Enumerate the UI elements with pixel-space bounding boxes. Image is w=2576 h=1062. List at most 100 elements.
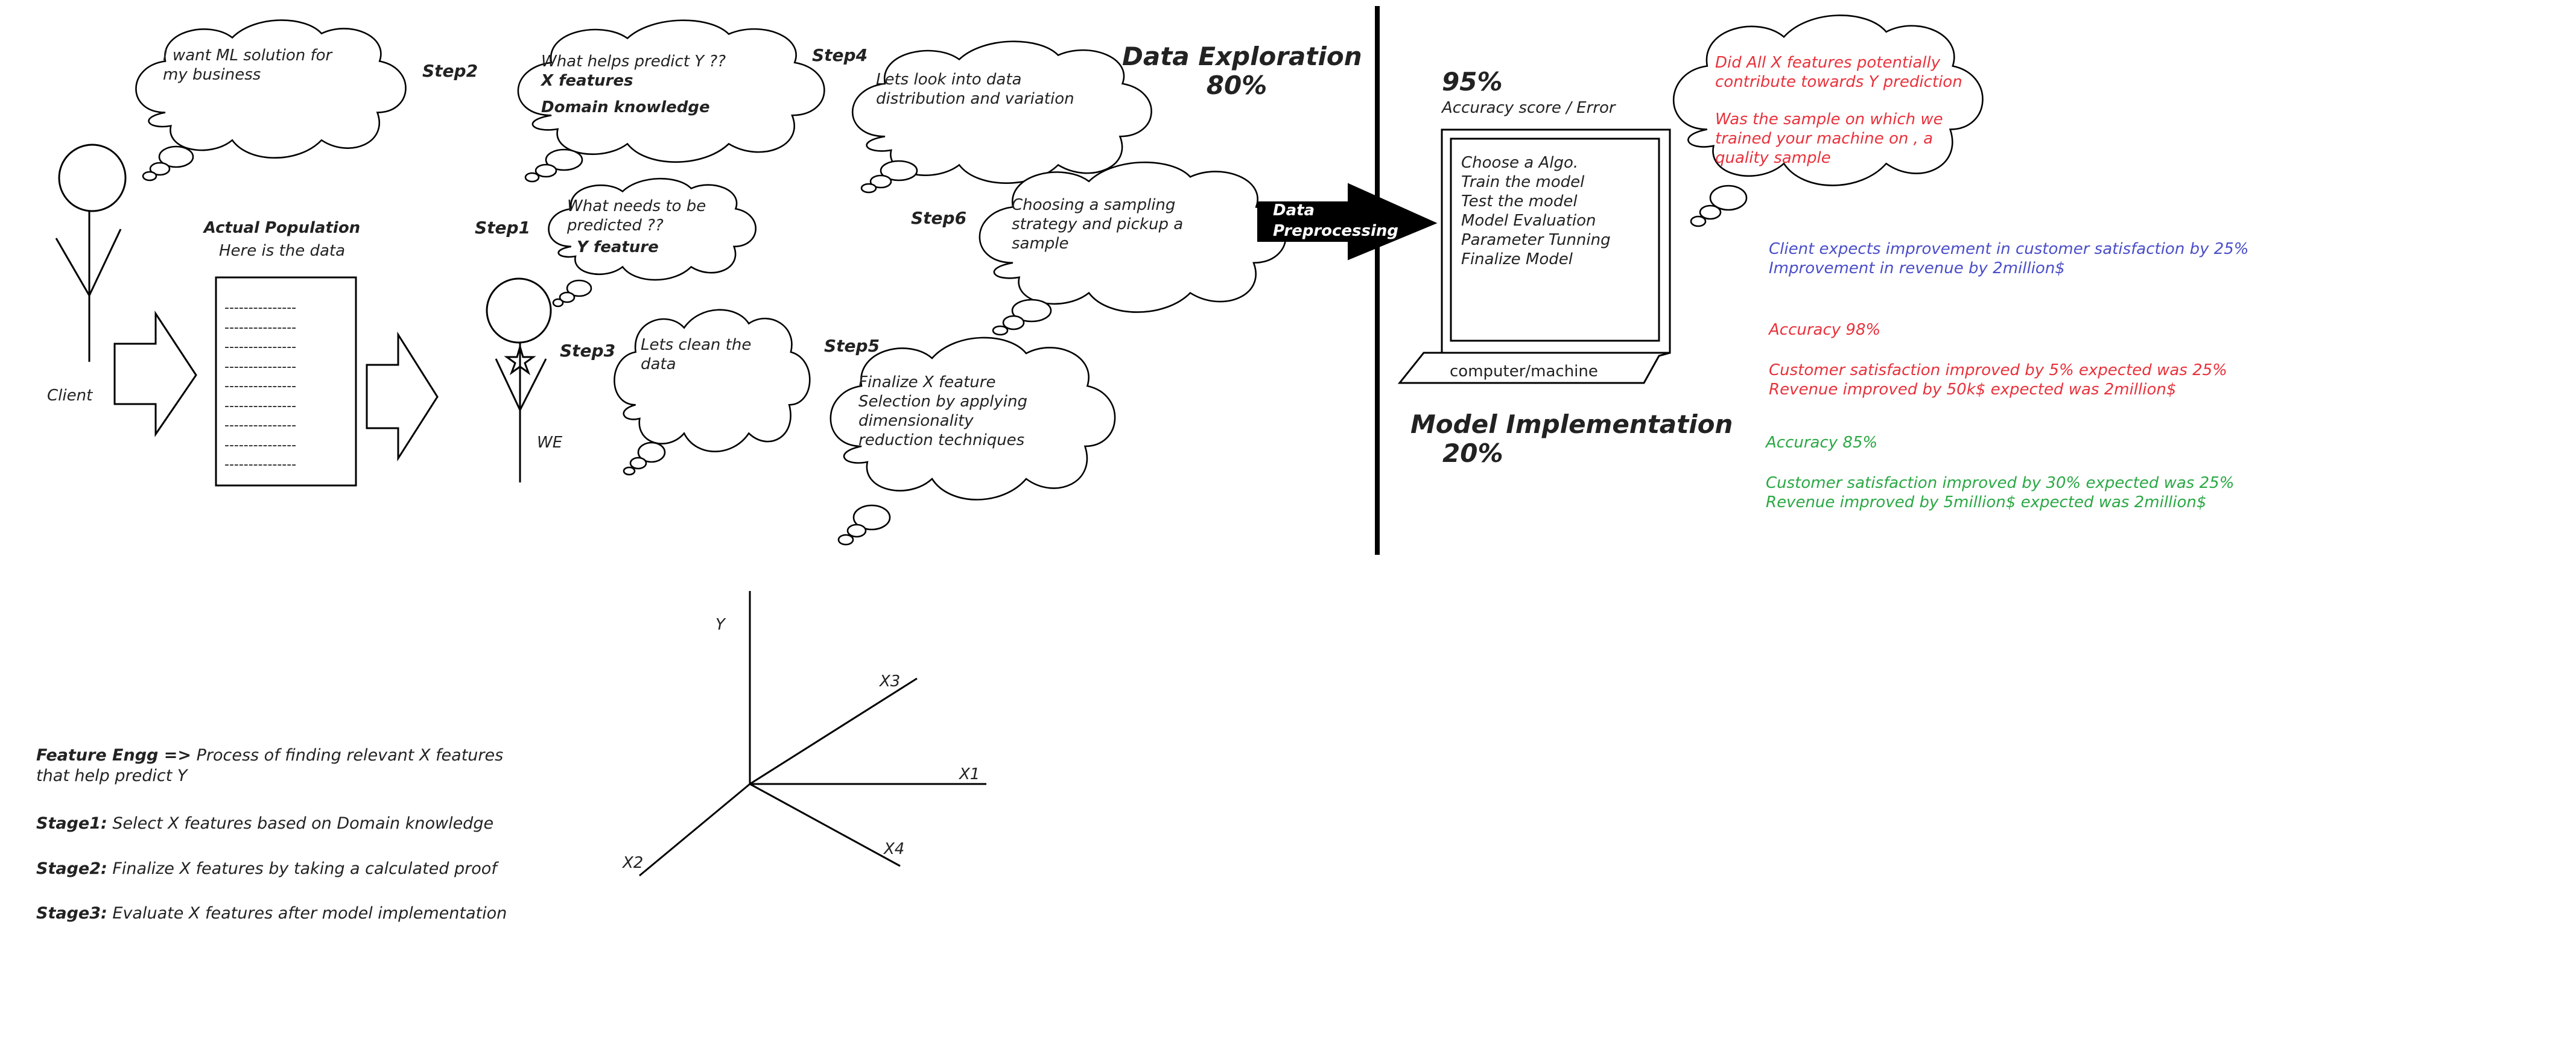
arrow-label-line: Preprocessing	[1273, 222, 1399, 240]
model-implementation-label: Model Implementation	[1410, 409, 1733, 439]
stage-text: Evaluate X features after model implemen…	[112, 904, 507, 923]
step4-label: Step4	[812, 45, 868, 65]
step1-y-feature: Y feature	[577, 238, 659, 256]
step4-thought-cloud	[852, 42, 1151, 194]
axis-label-x3: X3	[880, 672, 901, 691]
step1-line: predicted ??	[567, 217, 664, 235]
data-exploration-title: Data Exploration 80%	[1122, 42, 1362, 100]
stage1: Stage1: Select X features based on Domai…	[36, 814, 493, 833]
data-line: ---------------	[224, 340, 297, 355]
high-result-outcome: Customer satisfaction improved by 30% ex…	[1766, 473, 2234, 512]
client-stick-figure	[55, 144, 127, 362]
client-thought-line: my business	[163, 66, 261, 84]
expectation-line: Improvement in revenue by 2million$	[1769, 259, 2065, 277]
step2-text: What helps predict Y ?? X features Domai…	[541, 52, 726, 117]
high-result-accuracy: Accuracy 85%	[1766, 434, 1878, 452]
outcome-line: Customer satisfaction improved by 30% ex…	[1766, 474, 2235, 492]
client-label: Client	[47, 387, 93, 405]
step3-line: Lets clean the	[641, 336, 752, 354]
machine-base-label: computer/machine	[1450, 362, 1598, 381]
step6-line: Choosing a sampling	[1012, 196, 1176, 214]
feature-engg-definition: Feature Engg => Process of finding relev…	[36, 745, 503, 786]
feature-engg-def: Process of finding relevant X features	[196, 746, 504, 765]
data-line: ---------------	[224, 300, 297, 315]
low-result-accuracy: Accuracy 98%	[1769, 321, 1881, 339]
feature-axes	[639, 591, 986, 877]
expectation-line: Client expects improvement in customer s…	[1769, 240, 2249, 258]
step5-line: reduction techniques	[858, 431, 1025, 449]
feature-engg-def: that help predict Y	[36, 766, 188, 785]
outcome-line: Customer satisfaction improved by 5% exp…	[1769, 361, 2227, 379]
step6-label: Step6	[911, 208, 967, 228]
step6-line: sample	[1012, 235, 1069, 253]
question-line: quality sample	[1715, 149, 1831, 167]
step6-text: Choosing a sampling strategy and pickup …	[1012, 195, 1183, 253]
question-line: trained your machine on , a	[1715, 130, 1934, 148]
axis-label-x2: X2	[623, 854, 644, 872]
stage-label: Stage2:	[36, 859, 107, 878]
model-implementation-title: Model Implementation 20%	[1410, 410, 1733, 468]
data-line: ---------------	[224, 359, 297, 375]
computer-machine	[1397, 128, 1671, 384]
data-preprocessing-arrow	[1257, 183, 1438, 261]
step4-line: distribution and variation	[876, 90, 1074, 108]
population-title: Actual Population	[203, 219, 361, 237]
step1-thought-cloud	[547, 177, 757, 308]
accuracy-score-label: Accuracy score / Error	[1442, 99, 1616, 117]
step5-line: Finalize X feature	[858, 373, 996, 391]
client-thought-text: I want ML solution for my business	[163, 46, 332, 84]
client-expectation: Client expects improvement in customer s…	[1769, 239, 2249, 278]
question-text: Did All X features potentially contribut…	[1715, 53, 1962, 168]
step1-label: Step1	[475, 218, 531, 238]
population-data-lines: --------------- --------------- --------…	[224, 299, 296, 475]
data-exploration-label: Data Exploration	[1122, 42, 1362, 71]
arrow-data-to-we	[366, 331, 439, 462]
step5-line: Selection by applying	[858, 393, 1027, 411]
machine-step: Parameter Tunning	[1461, 231, 1611, 249]
we-stick-figure	[486, 277, 552, 482]
arrow-label-line: Data	[1273, 201, 1315, 220]
axis-label-y: Y	[715, 616, 725, 634]
data-preprocessing-label: Data Preprocessing	[1273, 200, 1398, 241]
stage-text: Finalize X features by taking a calculat…	[112, 859, 497, 878]
step2-question: What helps predict Y ??	[541, 52, 726, 71]
population-subtitle: Here is the data	[218, 242, 346, 260]
step1-text: What needs to be predicted ?? Y feature	[567, 197, 706, 257]
step6-thought-cloud	[980, 162, 1286, 336]
stage3: Stage3: Evaluate X features after model …	[36, 904, 507, 923]
step5-line: dimensionality	[858, 412, 974, 430]
feature-engg-term: Feature Engg =>	[36, 746, 192, 765]
data-line: ---------------	[224, 437, 297, 453]
machine-step: Choose a Algo.	[1461, 154, 1579, 172]
client-thought-line: I want ML solution for	[163, 46, 332, 65]
stage-label: Stage1:	[36, 814, 107, 833]
data-line: ---------------	[224, 320, 297, 335]
step4-line: Lets look into data	[876, 71, 1022, 89]
low-result-outcome: Customer satisfaction improved by 5% exp…	[1769, 361, 2227, 399]
machine-step: Finalize Model	[1461, 250, 1573, 268]
question-line: contribute towards Y prediction	[1715, 73, 1962, 91]
step3-label: Step3	[560, 341, 616, 361]
data-exploration-percent: 80%	[1206, 71, 1267, 100]
axis-label-x4: X4	[884, 840, 905, 858]
client-thought-cloud	[136, 20, 405, 182]
we-label: WE	[537, 434, 563, 452]
stage2: Stage2: Finalize X features by taking a …	[36, 859, 497, 879]
outcome-line: Revenue improved by 5million$ expected w…	[1766, 493, 2207, 511]
accuracy-score-value: 95%	[1442, 67, 1503, 96]
model-implementation-percent: 20%	[1442, 438, 1503, 468]
step2-domain-knowledge: Domain knowledge	[541, 98, 710, 116]
stage-text: Select X features based on Domain knowle…	[112, 814, 494, 833]
arrow-client-to-data	[113, 310, 197, 437]
question-line: Did All X features potentially	[1715, 54, 1941, 72]
step2-x-features: X features	[541, 72, 633, 90]
machine-step: Train the model	[1461, 173, 1585, 191]
data-document	[215, 276, 357, 487]
step3-line: data	[641, 355, 676, 373]
axis-label-x1: X1	[959, 765, 980, 783]
step1-line: What needs to be	[567, 197, 706, 215]
data-line: ---------------	[224, 457, 297, 472]
data-line: ---------------	[224, 418, 297, 433]
step6-line: strategy and pickup a	[1012, 215, 1184, 233]
